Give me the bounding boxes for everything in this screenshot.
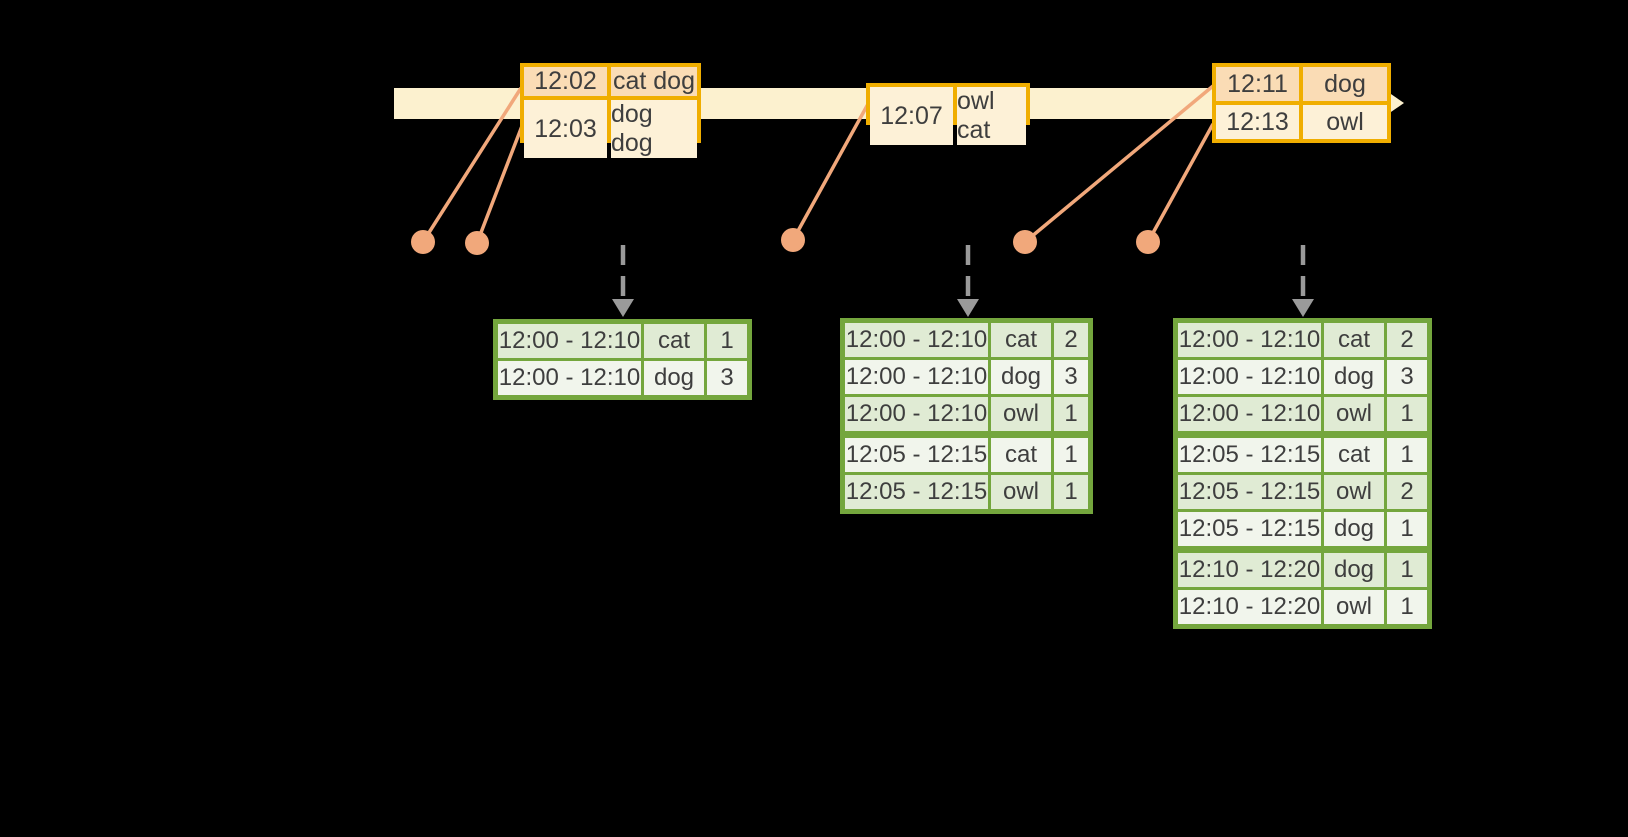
word-cell: cat — [991, 438, 1051, 472]
event-box-3: 12:11 dog 12:13 owl — [1212, 63, 1391, 143]
connector-line — [791, 103, 870, 241]
window-cell: 12:00 - 12:10 — [1178, 360, 1321, 394]
table-row: 12:00 - 12:10 dog 3 — [498, 361, 747, 395]
word-cell: cat — [991, 323, 1051, 357]
table-row: 12:00 - 12:10 owl 1 — [1178, 397, 1427, 431]
event-box-2: 12:07 owl cat — [866, 83, 1030, 145]
word-cell: dog — [1324, 360, 1384, 394]
window-cell: 12:00 - 12:10 — [845, 360, 988, 394]
word-cell: dog — [1324, 553, 1384, 587]
event-words: owl — [1303, 105, 1387, 139]
event-row: 12:13 owl — [1216, 105, 1387, 139]
event-time: 12:11 — [1216, 67, 1299, 101]
event-time: 12:03 — [524, 100, 607, 158]
event-row: 12:11 dog — [1216, 67, 1387, 101]
window-cell: 12:10 - 12:20 — [1178, 553, 1321, 587]
event-time: 12:13 — [1216, 105, 1299, 139]
word-cell: dog — [644, 361, 704, 395]
window-cell: 12:00 - 12:10 — [845, 323, 988, 357]
event-dot — [781, 228, 805, 252]
table-row: 12:05 - 12:15 cat 1 — [845, 438, 1088, 472]
table-row: 12:00 - 12:10 dog 3 — [1178, 360, 1427, 394]
result-table-1: 12:00 - 12:10 cat 1 12:00 - 12:10 dog 3 — [493, 319, 752, 400]
word-cell: owl — [1324, 590, 1384, 624]
connector-line — [475, 125, 524, 244]
event-row: 12:07 owl cat — [870, 87, 1026, 145]
result-table-3: 12:00 - 12:10 cat 2 12:00 - 12:10 dog 3 … — [1173, 318, 1432, 629]
window-cell: 12:00 - 12:10 — [498, 324, 641, 358]
window-cell: 12:05 - 12:15 — [1178, 438, 1321, 472]
event-dot — [1013, 230, 1037, 254]
table-row: 12:05 - 12:15 cat 1 — [1178, 438, 1427, 472]
event-box-1: 12:02 cat dog 12:03 dog dog — [520, 63, 701, 158]
event-words: dog — [1303, 67, 1387, 101]
connector-lines — [421, 84, 1215, 244]
table-row: 12:10 - 12:20 owl 1 — [1178, 590, 1427, 624]
result-table-2: 12:00 - 12:10 cat 2 12:00 - 12:10 dog 3 … — [840, 318, 1093, 514]
window-cell: 12:00 - 12:10 — [1178, 323, 1321, 357]
window-cell: 12:05 - 12:15 — [1178, 512, 1321, 546]
count-cell: 1 — [1387, 512, 1427, 546]
arrow-down-icon — [957, 299, 979, 317]
table-row: 12:00 - 12:10 owl 1 — [845, 397, 1088, 431]
arrow-down-icon — [612, 299, 634, 317]
window-cell: 12:00 - 12:10 — [1178, 397, 1321, 431]
window-cell: 12:10 - 12:20 — [1178, 590, 1321, 624]
event-words: dog dog — [611, 100, 697, 158]
word-cell: owl — [1324, 397, 1384, 431]
event-dots — [411, 228, 1160, 255]
count-cell: 3 — [707, 361, 747, 395]
connector-line — [1146, 123, 1215, 243]
word-cell: owl — [991, 475, 1051, 509]
event-words: cat dog — [611, 67, 697, 96]
event-words: owl cat — [957, 87, 1026, 145]
event-time: 12:07 — [870, 87, 953, 145]
word-cell: dog — [991, 360, 1051, 394]
event-dot — [1136, 230, 1160, 254]
count-cell: 3 — [1054, 360, 1088, 394]
word-cell: cat — [1324, 438, 1384, 472]
count-cell: 1 — [1054, 475, 1088, 509]
table-row: 12:10 - 12:20 dog 1 — [1178, 553, 1427, 587]
trigger-arrows — [620, 245, 1306, 303]
count-cell: 2 — [1387, 475, 1427, 509]
window-cell: 12:00 - 12:10 — [498, 361, 641, 395]
table-row: 12:00 - 12:10 dog 3 — [845, 360, 1088, 394]
window-cell: 12:05 - 12:15 — [845, 438, 988, 472]
count-cell: 2 — [1054, 323, 1088, 357]
table-row: 12:05 - 12:15 owl 2 — [1178, 475, 1427, 509]
event-dot — [411, 230, 435, 254]
event-dot — [465, 231, 489, 255]
word-cell: owl — [991, 397, 1051, 431]
event-time: 12:02 — [524, 67, 607, 96]
word-cell: cat — [1324, 323, 1384, 357]
window-cell: 12:05 - 12:15 — [845, 475, 988, 509]
window-cell: 12:00 - 12:10 — [845, 397, 988, 431]
table-row: 12:00 - 12:10 cat 2 — [845, 323, 1088, 357]
count-cell: 1 — [1387, 397, 1427, 431]
count-cell: 1 — [707, 324, 747, 358]
event-row: 12:02 cat dog — [524, 67, 697, 96]
count-cell: 1 — [1387, 438, 1427, 472]
count-cell: 1 — [1054, 397, 1088, 431]
word-cell: dog — [1324, 512, 1384, 546]
count-cell: 1 — [1387, 553, 1427, 587]
count-cell: 2 — [1387, 323, 1427, 357]
table-row: 12:00 - 12:10 cat 2 — [1178, 323, 1427, 357]
word-cell: owl — [1324, 475, 1384, 509]
count-cell: 1 — [1054, 438, 1088, 472]
event-row: 12:03 dog dog — [524, 100, 697, 158]
word-cell: cat — [644, 324, 704, 358]
count-cell: 3 — [1387, 360, 1427, 394]
table-row: 12:00 - 12:10 cat 1 — [498, 324, 747, 358]
connector-line — [1023, 84, 1215, 244]
window-cell: 12:05 - 12:15 — [1178, 475, 1321, 509]
connector-line — [421, 87, 523, 243]
table-row: 12:05 - 12:15 owl 1 — [845, 475, 1088, 509]
trigger-arrowheads — [612, 299, 1314, 317]
count-cell: 1 — [1387, 590, 1427, 624]
arrow-down-icon — [1292, 299, 1314, 317]
table-row: 12:05 - 12:15 dog 1 — [1178, 512, 1427, 546]
